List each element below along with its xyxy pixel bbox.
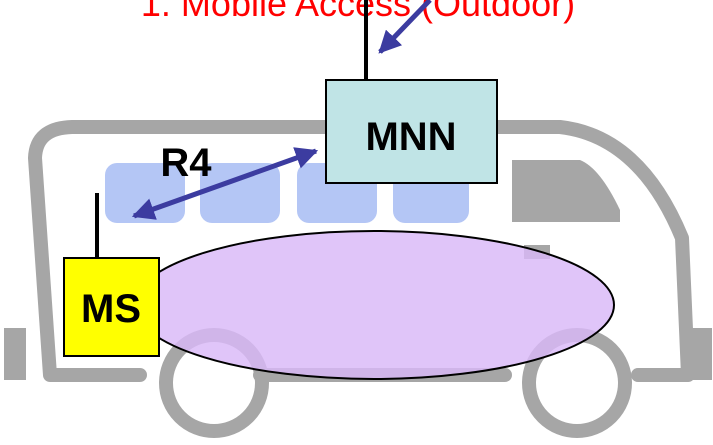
coverage-area [133, 230, 615, 380]
outdoor-access-arrow [378, 0, 432, 54]
vehicle-rear-bumper [4, 328, 26, 380]
vehicle-front-window [512, 160, 620, 222]
diagram-title: 1. Mobile Access (Outdoor) [141, 0, 575, 24]
vehicle-front-bumper [688, 328, 712, 380]
window [200, 163, 280, 223]
mnn-box [325, 79, 498, 184]
r4-label: R4 [160, 141, 212, 185]
r4-link-arrow [131, 147, 319, 220]
ms-label: MS [81, 287, 141, 331]
ms-box [63, 257, 160, 357]
mnn-label: MNN [365, 115, 456, 159]
